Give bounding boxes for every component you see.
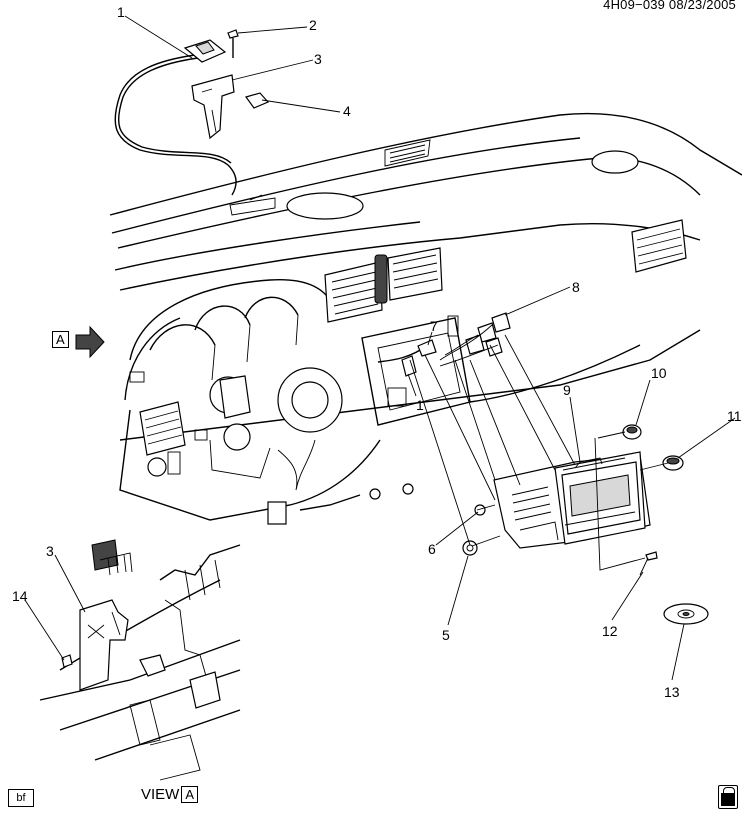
callout-3: 3 — [314, 51, 322, 67]
view-a-marker: A — [52, 331, 69, 348]
view-label: VIEW A — [141, 786, 199, 803]
callout-labels: 1 2 3 4 8 7 1 10 9 11 3 14 6 5 12 13 — [12, 4, 742, 700]
antenna-bracket-assembly — [191, 29, 270, 140]
callout-1-cable: 1 — [416, 397, 424, 413]
callout-9: 9 — [563, 382, 571, 398]
disc-part — [663, 603, 709, 625]
instrument-panel — [109, 112, 742, 525]
callout-7: 7 — [430, 318, 438, 334]
callout-4: 4 — [343, 103, 351, 119]
callout-1: 1 — [117, 4, 125, 20]
radio-connectors — [417, 312, 511, 367]
callout-11: 11 — [727, 408, 742, 424]
page-badge: bf — [8, 789, 34, 807]
callout-13: 13 — [664, 684, 680, 700]
view-a-arrow-icon — [75, 325, 105, 359]
leader-lines — [24, 15, 736, 681]
inset-view-a — [39, 539, 241, 781]
view-label-text: VIEW — [141, 786, 180, 803]
center-air-vents — [324, 247, 443, 323]
exploded-guide-lines — [409, 334, 669, 571]
callout-5: 5 — [442, 627, 450, 643]
right-air-vent — [631, 219, 687, 273]
callout-3-inset: 3 — [46, 543, 54, 559]
callout-10: 10 — [651, 365, 667, 381]
antenna-cable — [114, 39, 429, 377]
callout-12: 12 — [602, 623, 618, 639]
radio-unit — [493, 451, 651, 549]
gm-service-logo-icon — [718, 785, 738, 809]
callout-14: 14 — [12, 588, 28, 604]
drawing-code: 4H09−039 08/23/2005 — [603, 0, 736, 12]
callout-8: 8 — [572, 279, 580, 295]
callout-6: 6 — [428, 541, 436, 557]
radio-knobs — [622, 424, 684, 471]
callout-2: 2 — [309, 17, 317, 33]
view-label-letter: A — [181, 786, 199, 803]
